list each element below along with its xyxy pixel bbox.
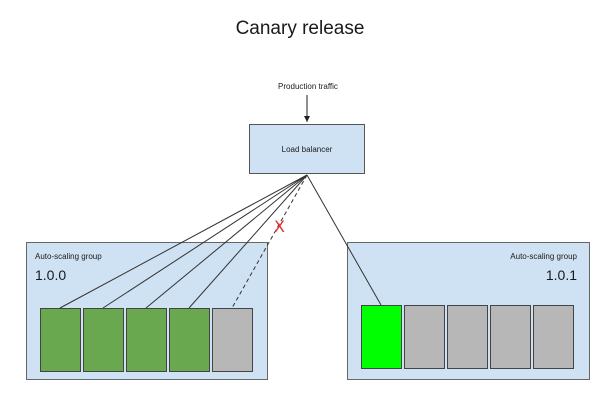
instance-active — [40, 308, 81, 372]
load-balancer-label: Load balancer — [281, 144, 333, 154]
instance-inactive — [404, 305, 445, 369]
asg-version: 1.0.1 — [545, 267, 577, 283]
instance-inactive — [490, 305, 531, 369]
asg-version: 1.0.0 — [35, 267, 67, 283]
production-traffic-label: Production traffic — [278, 82, 338, 91]
load-balancer-box: Load balancer — [249, 124, 365, 174]
instance-active — [169, 308, 210, 372]
diagram-title: Canary release — [235, 18, 365, 39]
instance-active — [126, 308, 167, 372]
instance-active — [83, 308, 124, 372]
instance-inactive — [212, 308, 253, 372]
instance-inactive — [447, 305, 488, 369]
instance-canary — [361, 305, 402, 369]
instance-inactive — [533, 305, 574, 369]
asg-label: Auto-scaling group — [510, 252, 577, 261]
blocked-connection-marker: X — [274, 217, 285, 236]
asg-label: Auto-scaling group — [35, 252, 102, 261]
